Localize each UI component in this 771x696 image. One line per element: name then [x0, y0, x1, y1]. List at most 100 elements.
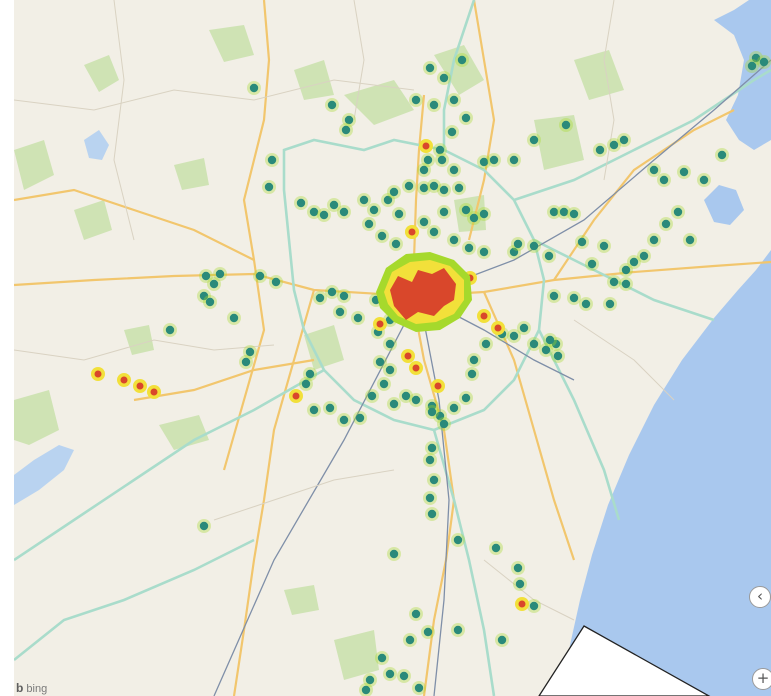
heat-point [457, 55, 467, 65]
heat-point [427, 443, 437, 453]
heat-point [569, 209, 579, 219]
lake-west [14, 445, 74, 505]
heat-point [479, 209, 489, 219]
heat-point [385, 365, 395, 375]
heat-point [245, 347, 255, 357]
heat-point [569, 293, 579, 303]
heat-point [411, 609, 421, 619]
expressways [14, 0, 771, 696]
heat-point [513, 239, 523, 249]
heat-point [165, 325, 175, 335]
heat-point [685, 235, 695, 245]
heat-point [199, 291, 209, 301]
heat-point [301, 379, 311, 389]
overlay-panel [538, 625, 711, 696]
heat-point [205, 297, 215, 307]
heat-point [369, 205, 379, 215]
heat-point [427, 509, 437, 519]
map-canvas[interactable] [14, 0, 771, 696]
heat-point [609, 277, 619, 287]
bing-logo-icon: b [16, 681, 24, 695]
heat-point [581, 299, 591, 309]
heat-point [425, 63, 435, 73]
heat-point [439, 185, 449, 195]
heat-point [545, 335, 555, 345]
heat-point [425, 493, 435, 503]
heat-point [559, 207, 569, 217]
heat-point [619, 135, 629, 145]
heat-point [679, 167, 689, 177]
heat-point [364, 219, 374, 229]
green-areas [14, 25, 624, 680]
bing-attribution[interactable]: b bing [16, 681, 47, 695]
heat-point [367, 391, 377, 401]
heat-point [509, 331, 519, 341]
heat-point [439, 207, 449, 217]
heat-point [649, 235, 659, 245]
heat-point [553, 351, 563, 361]
heat-point [551, 339, 561, 349]
heat-point [419, 183, 429, 193]
heat-point [541, 345, 551, 355]
heat-point [429, 181, 439, 191]
heat-point [609, 140, 619, 150]
heat-point [449, 165, 459, 175]
heat-point [296, 198, 306, 208]
heat-point [389, 549, 399, 559]
heat-point [453, 535, 463, 545]
lake-north [84, 130, 109, 160]
heat-point [629, 257, 639, 267]
heat-point [319, 210, 329, 220]
heat-point [469, 213, 479, 223]
heat-point [529, 241, 539, 251]
heat-hotspot-core [412, 364, 420, 372]
heat-point [509, 247, 519, 257]
heat-hotspot-core [150, 388, 158, 396]
plus-icon: + [756, 669, 770, 687]
heat-hotspot-core [408, 228, 416, 236]
heat-point [327, 287, 337, 297]
heat-point [359, 195, 369, 205]
heat-point [699, 175, 709, 185]
zoom-in-button[interactable]: + [752, 668, 771, 690]
heat-point [467, 369, 477, 379]
heat-point [621, 279, 631, 289]
heat-point [385, 669, 395, 679]
heat-point [391, 239, 401, 249]
heat-point [561, 120, 571, 130]
heat-hotspot-core [404, 352, 412, 360]
collapse-button[interactable]: ‹ [749, 586, 771, 608]
heat-hotspot-core [120, 376, 128, 384]
heat-point [201, 271, 211, 281]
heat-point [365, 675, 375, 685]
heat-point [389, 187, 399, 197]
heat-point [461, 205, 471, 215]
heat-point [453, 625, 463, 635]
heat-point [309, 207, 319, 217]
heat-point [469, 355, 479, 365]
heat-hotspot-core [376, 320, 384, 328]
bay [714, 0, 771, 150]
heat-point [339, 291, 349, 301]
heat-point [329, 200, 339, 210]
heat-hotspot-core [434, 382, 442, 390]
heat-point [229, 313, 239, 323]
heat-point [621, 265, 631, 275]
heat-point [429, 475, 439, 485]
heat-point [385, 339, 395, 349]
heat-point [639, 251, 649, 261]
heat-point [411, 395, 421, 405]
map-view[interactable]: ‹ + b bing [14, 0, 771, 696]
heat-point [379, 379, 389, 389]
heat-point [315, 293, 325, 303]
heat-point [513, 563, 523, 573]
heat-point [241, 357, 251, 367]
heat-point [377, 653, 387, 663]
heat-point [377, 231, 387, 241]
heat-point [481, 339, 491, 349]
heat-point [405, 635, 415, 645]
heat-point [423, 155, 433, 165]
heat-point [435, 411, 445, 421]
heat-point [423, 627, 433, 637]
heat-point [447, 127, 457, 137]
